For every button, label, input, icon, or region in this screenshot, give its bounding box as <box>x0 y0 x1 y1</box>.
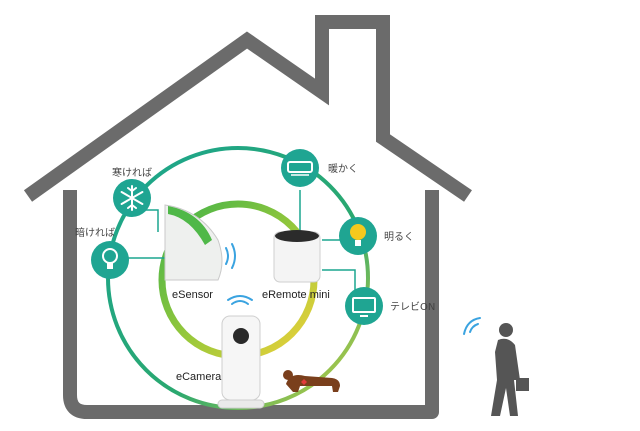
eremote-device: eRemote mini <box>262 230 330 301</box>
air-conditioner-icon <box>281 149 319 187</box>
trigger-cold-label: 寒ければ <box>112 166 152 179</box>
action-tv-label: テレビON <box>390 301 435 313</box>
action-warm-label: 暖かく <box>328 162 358 175</box>
action-bright-label: 明るく <box>384 231 414 243</box>
television-icon <box>345 287 383 325</box>
action-bright: 明るく <box>339 217 414 255</box>
wifi-icon <box>225 243 236 269</box>
camera-wifi-icon <box>227 295 253 305</box>
house-roof <box>23 15 472 202</box>
trigger-cold: 寒ければ <box>112 166 152 217</box>
house-outline <box>63 190 439 419</box>
esensor-device: eSensor <box>164 204 223 301</box>
person-silhouette <box>463 317 529 416</box>
trigger-dark-label: 暗ければ <box>75 226 115 239</box>
snowflake-glyph <box>120 185 144 211</box>
action-warm: 暖かく <box>281 149 358 187</box>
ecamera-device: eCamera <box>176 295 265 409</box>
trigger-dark: 暗ければ <box>75 226 129 279</box>
ecamera-label: eCamera <box>176 371 222 383</box>
action-tv: テレビON <box>345 287 435 325</box>
phone-wifi-icon <box>463 317 481 335</box>
dog-illustration <box>283 370 340 392</box>
eremote-label: eRemote mini <box>262 289 330 301</box>
lightbulb-icon <box>91 241 129 279</box>
esensor-label: eSensor <box>172 289 213 301</box>
